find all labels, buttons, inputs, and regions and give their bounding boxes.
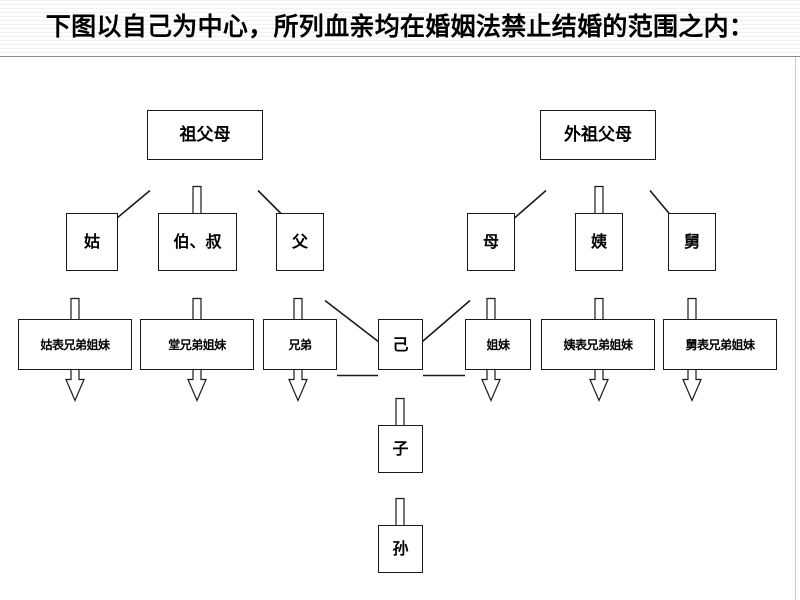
- node-self[interactable]: 己: [378, 319, 423, 370]
- node-uncle-paternal[interactable]: 伯、叔: [158, 213, 237, 271]
- node-aunt-maternal[interactable]: 姨: [575, 213, 623, 271]
- title-divider: [0, 56, 800, 57]
- diagram-area: 祖父母 外祖父母 姑 伯、叔 父 母 姨 舅 姑表兄弟姐妹 堂兄弟姐妹 兄弟 己…: [0, 57, 800, 600]
- node-sisters[interactable]: 姐妹: [465, 319, 531, 370]
- node-grandson[interactable]: 孙: [378, 525, 423, 573]
- node-cousins-maternal-aunt[interactable]: 姨表兄弟姐妹: [541, 319, 655, 370]
- title-band: 下图以自己为中心，所列血亲均在婚姻法禁止结婚的范围之内：: [0, 0, 800, 56]
- node-paternal-grandparents[interactable]: 祖父母: [147, 110, 263, 160]
- node-cousins-paternal-uncle[interactable]: 堂兄弟姐妹: [140, 319, 254, 370]
- page-title: 下图以自己为中心，所列血亲均在婚姻法禁止结婚的范围之内：: [45, 12, 755, 41]
- node-aunt-paternal[interactable]: 姑: [66, 213, 118, 271]
- node-father[interactable]: 父: [276, 213, 324, 271]
- node-cousins-maternal-uncle[interactable]: 舅表兄弟姐妹: [663, 319, 777, 370]
- node-cousins-paternal-aunt[interactable]: 姑表兄弟姐妹: [18, 319, 132, 370]
- node-brothers[interactable]: 兄弟: [263, 319, 337, 370]
- right-edge-rule: [795, 57, 796, 600]
- node-son[interactable]: 子: [378, 425, 423, 473]
- node-maternal-grandparents[interactable]: 外祖父母: [540, 110, 656, 160]
- node-mother[interactable]: 母: [467, 213, 515, 271]
- node-uncle-maternal[interactable]: 舅: [668, 213, 716, 271]
